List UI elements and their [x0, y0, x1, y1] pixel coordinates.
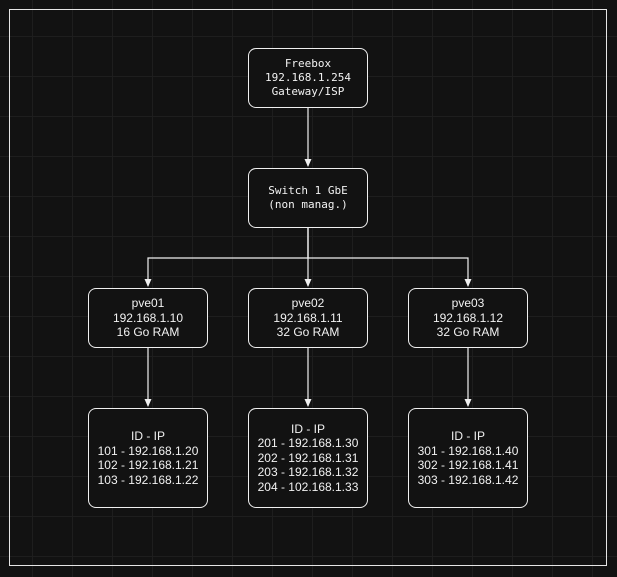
vm-list-item: 303 - 192.168.1.42: [417, 472, 519, 487]
vm-list-item: 203 - 192.168.1.32: [257, 465, 359, 480]
vm-list-item: 302 - 192.168.1.41: [417, 458, 519, 472]
freebox-role: Gateway/ISP: [271, 85, 345, 98]
host-ip: 192.168.1.12: [432, 310, 504, 325]
vm-list-header: ID - IP: [290, 421, 325, 436]
freebox-ip: 192.168.1.254: [264, 71, 352, 84]
vm-list-item: 301 - 192.168.1.40: [417, 443, 519, 458]
vm-list-item: 101 - 192.168.1.20: [97, 443, 199, 458]
vm-list-item: 202 - 192.168.1.31: [257, 450, 359, 465]
freebox-name: Freebox: [284, 57, 332, 70]
host-ram: 32 Go RAM: [276, 325, 340, 340]
diagram-frame: [9, 9, 607, 566]
vm-list-item: 204 - 102.168.1.33: [257, 479, 359, 494]
switch-note: (non manag.): [268, 198, 348, 211]
edge-switch-to-pve01: [144, 228, 309, 287]
vm-list-item: 201 - 192.168.1.30: [257, 436, 359, 451]
host-name: pve01: [131, 296, 165, 311]
switch-name: Switch 1 GbE: [268, 184, 348, 197]
host-ram: 16 Go RAM: [116, 325, 180, 340]
host-name: pve03: [451, 296, 485, 311]
freebox-node[interactable]: Freebox 192.168.1.254 Gateway/ISP: [248, 48, 368, 108]
host-node-pve03[interactable]: pve03 192.168.1.12 32 Go RAM: [408, 288, 528, 348]
vm-list-header: ID - IP: [130, 429, 165, 443]
host-ip: 192.168.1.10: [112, 310, 184, 325]
host-node-pve02[interactable]: pve02 192.168.1.11 32 Go RAM: [248, 288, 368, 348]
edge-switch-to-pve03: [307, 228, 472, 287]
switch-node[interactable]: Switch 1 GbE (non manag.): [248, 168, 368, 228]
host-ram: 32 Go RAM: [436, 325, 500, 340]
vm-list-item: 102 - 192.168.1.21: [97, 458, 199, 472]
vm-list-header: ID - IP: [450, 429, 485, 443]
host-ip: 192.168.1.11: [273, 310, 343, 325]
host-node-pve01[interactable]: pve01 192.168.1.10 16 Go RAM: [88, 288, 208, 348]
host-name: pve02: [291, 296, 325, 311]
vm-list-node-pve03[interactable]: ID - IP 301 - 192.168.1.40 302 - 192.168…: [408, 408, 528, 508]
vm-list-item: 103 - 192.168.1.22: [97, 472, 199, 487]
vm-list-node-pve02[interactable]: ID - IP 201 - 192.168.1.30 202 - 192.168…: [248, 408, 368, 508]
vm-list-node-pve01[interactable]: ID - IP 101 - 192.168.1.20 102 - 192.168…: [88, 408, 208, 508]
